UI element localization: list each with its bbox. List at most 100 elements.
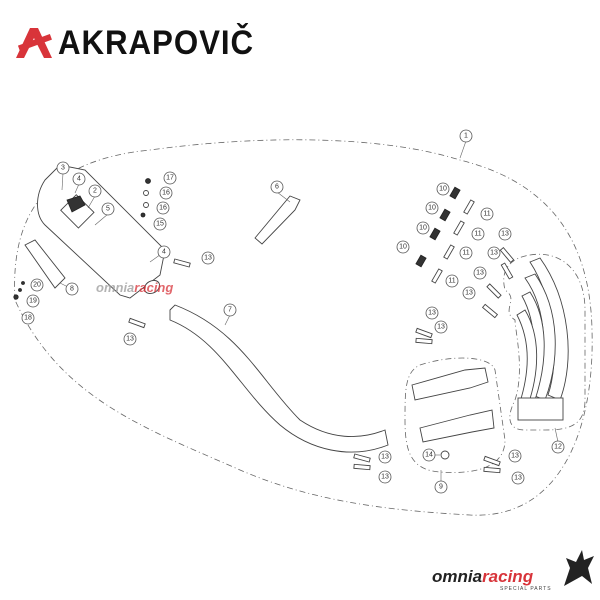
callout-circle — [30, 278, 44, 292]
callout-10a: 10 — [436, 182, 450, 196]
bracket-part — [254, 195, 301, 245]
callout-number: 11 — [448, 278, 455, 285]
callout-circle — [88, 184, 102, 198]
callout-circle — [473, 266, 487, 280]
header-pipes-part — [516, 257, 569, 421]
callout-13l: 13 — [511, 471, 525, 485]
callout-number: 13 — [126, 336, 134, 343]
callout-circle — [480, 207, 494, 221]
bolt-part — [145, 178, 151, 184]
washer-part — [18, 288, 22, 292]
callout-number: 13 — [476, 270, 484, 277]
callout-13j: 13 — [378, 470, 392, 484]
callout-circle — [21, 311, 35, 325]
callout-13f: 13 — [462, 286, 476, 300]
callout-11d: 11 — [445, 274, 459, 288]
callout-16a: 16 — [159, 186, 173, 200]
callout-14: 14 — [422, 448, 436, 462]
callout-18: 18 — [21, 311, 35, 325]
callout-number: 15 — [156, 221, 164, 228]
end-cap-part — [24, 239, 66, 289]
callout-13k: 13 — [508, 449, 522, 463]
callout-circle — [101, 202, 115, 216]
callout-13b: 13 — [123, 332, 137, 346]
callout-circle — [422, 448, 436, 462]
callout-10d: 10 — [396, 240, 410, 254]
callout-10c: 10 — [416, 221, 430, 235]
callout-number: 13 — [437, 324, 445, 331]
callout-circle — [434, 320, 448, 334]
callout-number: 16 — [162, 190, 170, 197]
callout-number: 17 — [166, 175, 174, 182]
callout-circle — [201, 251, 215, 265]
callout-5: 5 — [101, 202, 115, 216]
callout-number: 4 — [77, 176, 81, 183]
callout-13a: 13 — [201, 251, 215, 265]
nut-part — [140, 212, 146, 218]
callout-circle — [270, 180, 284, 194]
callout-number: 3 — [61, 165, 65, 172]
callout-8: 8 — [65, 282, 79, 296]
callout-number: 16 — [159, 205, 167, 212]
callout-circle — [72, 172, 86, 186]
callout-circle — [511, 471, 525, 485]
callout-circle — [157, 245, 171, 259]
nut-part — [13, 294, 19, 300]
callout-11c: 11 — [459, 246, 473, 260]
callout-number: 18 — [24, 315, 32, 322]
callout-circle — [153, 217, 167, 231]
callout-number: 13 — [501, 231, 509, 238]
callout-circle — [396, 240, 410, 254]
screw-part — [21, 281, 25, 285]
akrapovic-logo-mark-icon — [16, 28, 52, 58]
callout-19: 19 — [26, 294, 40, 308]
callout-number: 13 — [428, 310, 436, 317]
callout-9: 9 — [434, 480, 448, 494]
callout-number: 13 — [514, 475, 522, 482]
brand-name: AKRAPOVIČ — [58, 24, 254, 62]
callout-15: 15 — [153, 217, 167, 231]
footer-logo-part2: racing — [482, 567, 534, 586]
callout-number: 8 — [70, 286, 74, 293]
callout-circle — [26, 294, 40, 308]
callout-number: 13 — [465, 290, 473, 297]
headers-boundary — [503, 253, 586, 431]
callout-circle — [159, 186, 173, 200]
callout-circle — [416, 221, 430, 235]
callout-4a: 4 — [72, 172, 86, 186]
watermark-part2: racing — [134, 280, 174, 295]
callout-number: 13 — [490, 250, 498, 257]
callout-number: 5 — [106, 206, 110, 213]
callout-circle — [471, 227, 485, 241]
callout-circle — [123, 332, 137, 346]
callout-17: 17 — [163, 171, 177, 185]
callout-circle — [459, 129, 473, 143]
silencer-part — [37, 164, 166, 299]
callout-number: 13 — [511, 453, 519, 460]
callout-number: 14 — [425, 452, 433, 459]
washer-part — [143, 190, 149, 196]
callout-20: 20 — [30, 278, 44, 292]
callout-number: 4 — [162, 249, 166, 256]
callout-circle — [508, 449, 522, 463]
callout-number: 20 — [33, 282, 41, 289]
callout-circle — [434, 480, 448, 494]
callout-13i: 13 — [378, 450, 392, 464]
callout-number: 11 — [483, 211, 490, 218]
callout-16b: 16 — [156, 201, 170, 215]
callout-circle — [425, 201, 439, 215]
callout-11b: 11 — [471, 227, 485, 241]
callout-13d: 13 — [487, 246, 501, 260]
nut-part — [440, 450, 450, 460]
callout-13g: 13 — [425, 306, 439, 320]
callout-circle — [378, 450, 392, 464]
callout-number: 13 — [381, 474, 389, 481]
callout-circle — [487, 246, 501, 260]
callout-10b: 10 — [425, 201, 439, 215]
callout-2: 2 — [88, 184, 102, 198]
callout-number: 6 — [275, 184, 279, 191]
callout-13h: 13 — [434, 320, 448, 334]
callout-number: 13 — [381, 454, 389, 461]
footer-logo-tagline: SPECIAL PARTS — [500, 586, 552, 592]
